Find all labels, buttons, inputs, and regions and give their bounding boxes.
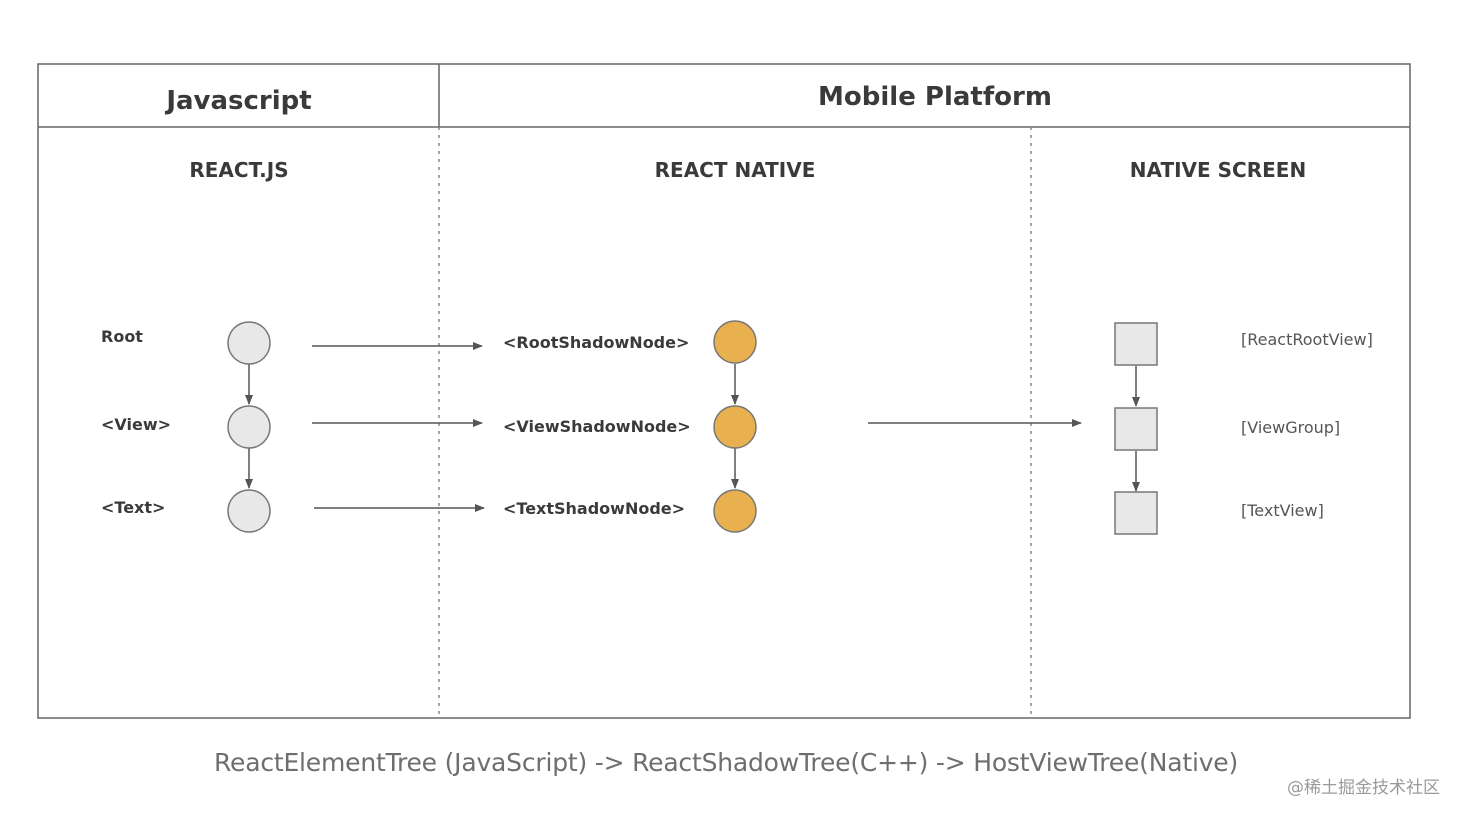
- shadow-node-root: [713, 320, 757, 364]
- react-js-column-title: REACT.JS: [189, 158, 288, 182]
- element-label-text: <Text>: [101, 498, 165, 517]
- native-label-viewgroup: [ViewGroup]: [1241, 418, 1340, 437]
- native-view-textview-box: [1114, 491, 1158, 535]
- element-label-view: <View>: [101, 415, 171, 434]
- shadow-label-root: <RootShadowNode>: [503, 333, 689, 352]
- native-label-root: [ReactRootView]: [1241, 330, 1373, 349]
- diagram-frame: [37, 63, 1411, 719]
- native-screen-column-title: NATIVE SCREEN: [1130, 158, 1306, 182]
- shadow-label-text: <TextShadowNode>: [503, 499, 685, 518]
- native-view-root-box: [1114, 322, 1158, 366]
- watermark: @稀土掘金技术社区: [1287, 778, 1440, 798]
- element-node-view: [227, 405, 271, 449]
- native-label-textview: [TextView]: [1241, 501, 1324, 520]
- react-native-column-title: REACT NATIVE: [655, 158, 816, 182]
- element-label-root: Root: [101, 327, 143, 346]
- mobile-platform-header: Mobile Platform: [818, 82, 1052, 112]
- shadow-node-text: [713, 489, 757, 533]
- shadow-node-view: [713, 405, 757, 449]
- shadow-label-view: <ViewShadowNode>: [503, 417, 691, 436]
- element-node-text: [227, 489, 271, 533]
- native-view-viewgroup-box: [1114, 407, 1158, 451]
- diagram-caption: ReactElementTree (JavaScript) -> ReactSh…: [213, 748, 1239, 777]
- javascript-header: Javascript: [164, 86, 311, 116]
- element-node-root: [227, 321, 271, 365]
